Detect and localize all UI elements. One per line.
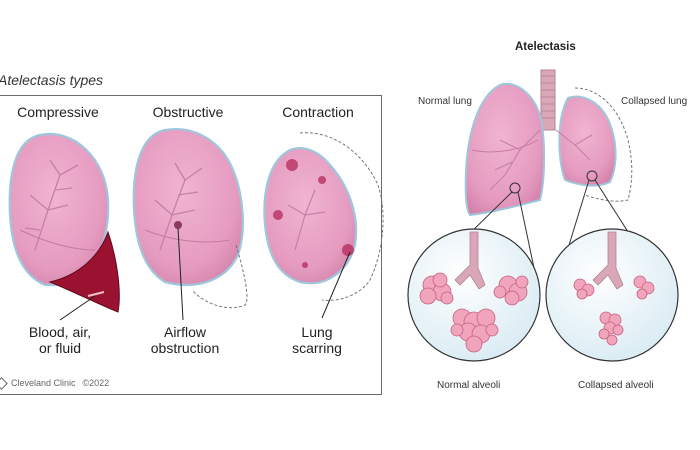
cleveland-clinic-logo-icon <box>0 377 8 390</box>
right-figure-title: Atelectasis <box>515 41 576 53</box>
trachea <box>541 70 555 130</box>
caption-contraction: Lung scarring <box>262 324 372 356</box>
credit-line: Cleveland Clinic ©2022 <box>0 378 109 388</box>
obstruction-point <box>174 221 182 229</box>
collapsed-lung-label: Collapsed lung <box>621 96 687 107</box>
obstructive-lung <box>134 129 247 308</box>
caption-obstructive: Airflow obstruction <box>130 324 240 356</box>
normal-lung <box>466 84 544 215</box>
compressive-lung <box>10 134 120 312</box>
credit-copyright: ©2022 <box>83 378 110 388</box>
contraction-lung <box>264 133 383 301</box>
normal-lung-label: Normal lung <box>418 96 472 107</box>
normal-alveoli-bubble <box>408 229 540 361</box>
collapsed-alveoli-label: Collapsed alveoli <box>578 380 654 391</box>
caption-compressive: Blood, air, or fluid <box>5 324 115 356</box>
collapsed-alveoli-bubble <box>546 229 678 361</box>
credit-name: Cleveland Clinic <box>11 378 76 388</box>
normal-alveoli-label: Normal alveoli <box>437 380 500 391</box>
